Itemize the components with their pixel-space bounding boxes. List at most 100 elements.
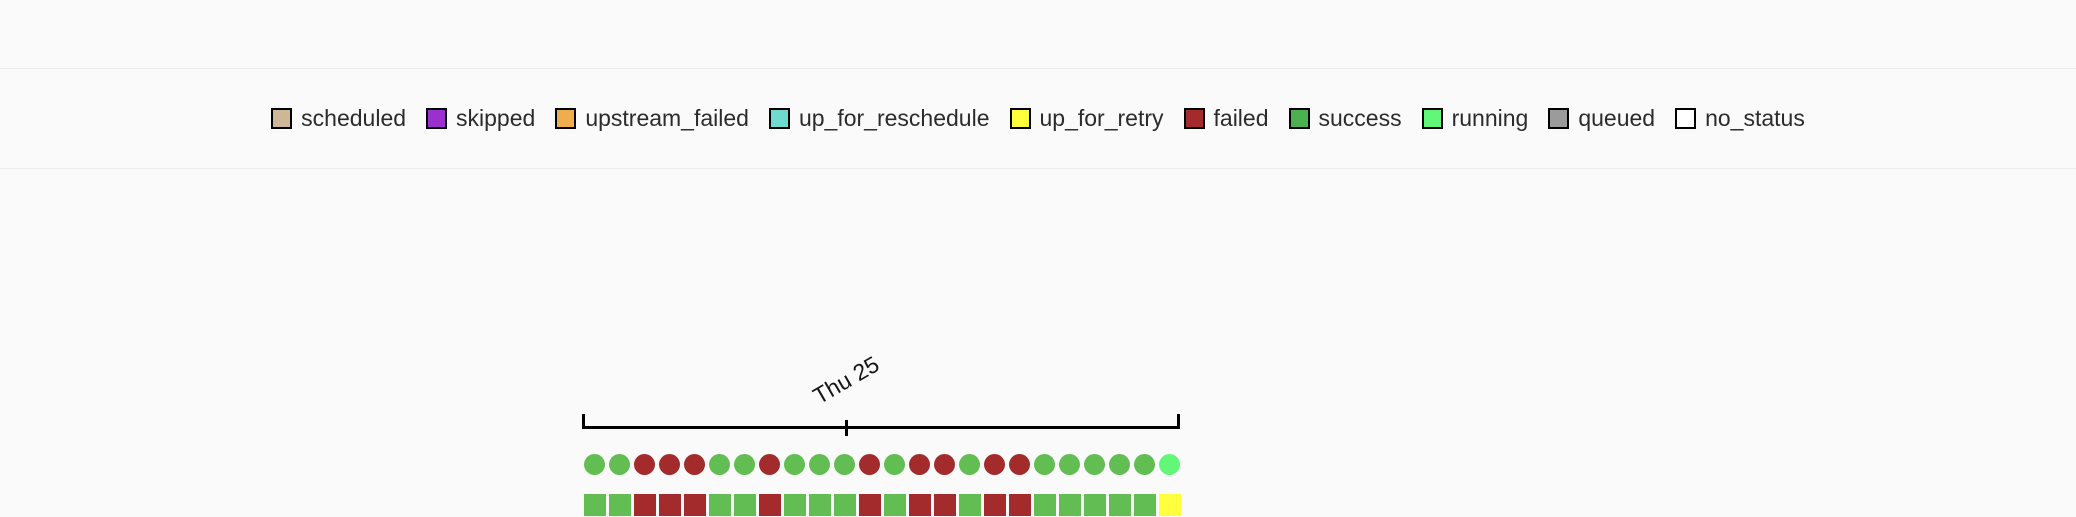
legend-item-scheduled[interactable]: scheduled	[271, 106, 406, 130]
square-marker-success[interactable]	[958, 493, 981, 516]
circle-marker-success[interactable]	[784, 454, 805, 475]
circle-marker-failed[interactable]	[684, 454, 705, 475]
marker-cell[interactable]	[582, 452, 607, 477]
marker-cell[interactable]	[932, 452, 957, 477]
marker-cell[interactable]	[732, 452, 757, 477]
marker-cell[interactable]	[1032, 452, 1057, 477]
marker-cell[interactable]	[1007, 492, 1032, 517]
circle-marker-success[interactable]	[1134, 454, 1155, 475]
marker-cell[interactable]	[1132, 492, 1157, 517]
square-marker-success[interactable]	[1058, 493, 1081, 516]
legend-item-no_status[interactable]: no_status	[1675, 106, 1805, 130]
marker-cell[interactable]	[607, 452, 632, 477]
square-marker-success[interactable]	[833, 493, 856, 516]
marker-cell[interactable]	[1157, 492, 1182, 517]
circle-marker-failed[interactable]	[909, 454, 930, 475]
square-marker-success[interactable]	[583, 493, 606, 516]
square-marker-success[interactable]	[1108, 493, 1131, 516]
marker-cell[interactable]	[782, 492, 807, 517]
circle-marker-failed[interactable]	[1009, 454, 1030, 475]
marker-cell[interactable]	[707, 492, 732, 517]
square-marker-failed[interactable]	[633, 493, 656, 516]
marker-cell[interactable]	[657, 452, 682, 477]
square-marker-failed[interactable]	[758, 493, 781, 516]
marker-cell[interactable]	[682, 492, 707, 517]
legend-item-queued[interactable]: queued	[1548, 106, 1655, 130]
marker-cell[interactable]	[1032, 492, 1057, 517]
marker-cell[interactable]	[907, 452, 932, 477]
marker-cell[interactable]	[607, 492, 632, 517]
marker-cell[interactable]	[632, 452, 657, 477]
marker-cell[interactable]	[882, 492, 907, 517]
marker-cell[interactable]	[757, 492, 782, 517]
circle-marker-success[interactable]	[609, 454, 630, 475]
circle-marker-success[interactable]	[1059, 454, 1080, 475]
circle-marker-success[interactable]	[884, 454, 905, 475]
marker-cell[interactable]	[782, 452, 807, 477]
circle-marker-failed[interactable]	[934, 454, 955, 475]
marker-cell[interactable]	[857, 452, 882, 477]
marker-cell[interactable]	[957, 452, 982, 477]
marker-cell[interactable]	[1082, 452, 1107, 477]
legend-item-up_for_retry[interactable]: up_for_retry	[1009, 106, 1164, 130]
circle-marker-failed[interactable]	[984, 454, 1005, 475]
square-marker-success[interactable]	[733, 493, 756, 516]
square-marker-success[interactable]	[1033, 493, 1056, 516]
circle-marker-success[interactable]	[1084, 454, 1105, 475]
circle-marker-success[interactable]	[1109, 454, 1130, 475]
marker-cell[interactable]	[582, 492, 607, 517]
circle-marker-success[interactable]	[834, 454, 855, 475]
marker-cell[interactable]	[807, 492, 832, 517]
square-marker-failed[interactable]	[658, 493, 681, 516]
marker-cell[interactable]	[1157, 452, 1182, 477]
marker-cell[interactable]	[1007, 452, 1032, 477]
legend-item-upstream_failed[interactable]: upstream_failed	[555, 106, 749, 130]
square-marker-failed[interactable]	[1008, 493, 1031, 516]
marker-cell[interactable]	[907, 492, 932, 517]
marker-cell[interactable]	[807, 452, 832, 477]
marker-cell[interactable]	[832, 452, 857, 477]
square-marker-failed[interactable]	[983, 493, 1006, 516]
marker-cell[interactable]	[1082, 492, 1107, 517]
square-marker-failed[interactable]	[908, 493, 931, 516]
square-marker-failed[interactable]	[858, 493, 881, 516]
marker-cell[interactable]	[857, 492, 882, 517]
circle-marker-failed[interactable]	[859, 454, 880, 475]
marker-cell[interactable]	[1057, 452, 1082, 477]
marker-cell[interactable]	[1107, 492, 1132, 517]
square-marker-success[interactable]	[1133, 493, 1156, 516]
legend-item-running[interactable]: running	[1421, 106, 1528, 130]
circle-marker-success[interactable]	[709, 454, 730, 475]
square-marker-success[interactable]	[808, 493, 831, 516]
square-marker-up_for_retry[interactable]	[1158, 493, 1181, 516]
circle-marker-success[interactable]	[809, 454, 830, 475]
square-marker-success[interactable]	[883, 493, 906, 516]
marker-cell[interactable]	[982, 492, 1007, 517]
legend-item-skipped[interactable]: skipped	[426, 106, 535, 130]
marker-cell[interactable]	[957, 492, 982, 517]
square-marker-success[interactable]	[608, 493, 631, 516]
square-marker-success[interactable]	[708, 493, 731, 516]
square-marker-failed[interactable]	[683, 493, 706, 516]
circle-marker-running[interactable]	[1159, 454, 1180, 475]
circle-marker-success[interactable]	[1034, 454, 1055, 475]
circle-marker-success[interactable]	[959, 454, 980, 475]
marker-cell[interactable]	[682, 452, 707, 477]
legend-item-success[interactable]: success	[1288, 106, 1402, 130]
marker-cell[interactable]	[932, 492, 957, 517]
square-marker-failed[interactable]	[933, 493, 956, 516]
circle-marker-failed[interactable]	[634, 454, 655, 475]
legend-item-failed[interactable]: failed	[1183, 106, 1269, 130]
marker-cell[interactable]	[732, 492, 757, 517]
marker-cell[interactable]	[707, 452, 732, 477]
circle-marker-failed[interactable]	[659, 454, 680, 475]
circle-marker-success[interactable]	[734, 454, 755, 475]
square-marker-success[interactable]	[1083, 493, 1106, 516]
marker-cell[interactable]	[757, 452, 782, 477]
circle-marker-success[interactable]	[584, 454, 605, 475]
square-marker-success[interactable]	[783, 493, 806, 516]
marker-cell[interactable]	[882, 452, 907, 477]
legend-item-up_for_reschedule[interactable]: up_for_reschedule	[768, 106, 990, 130]
marker-cell[interactable]	[1107, 452, 1132, 477]
marker-cell[interactable]	[1132, 452, 1157, 477]
